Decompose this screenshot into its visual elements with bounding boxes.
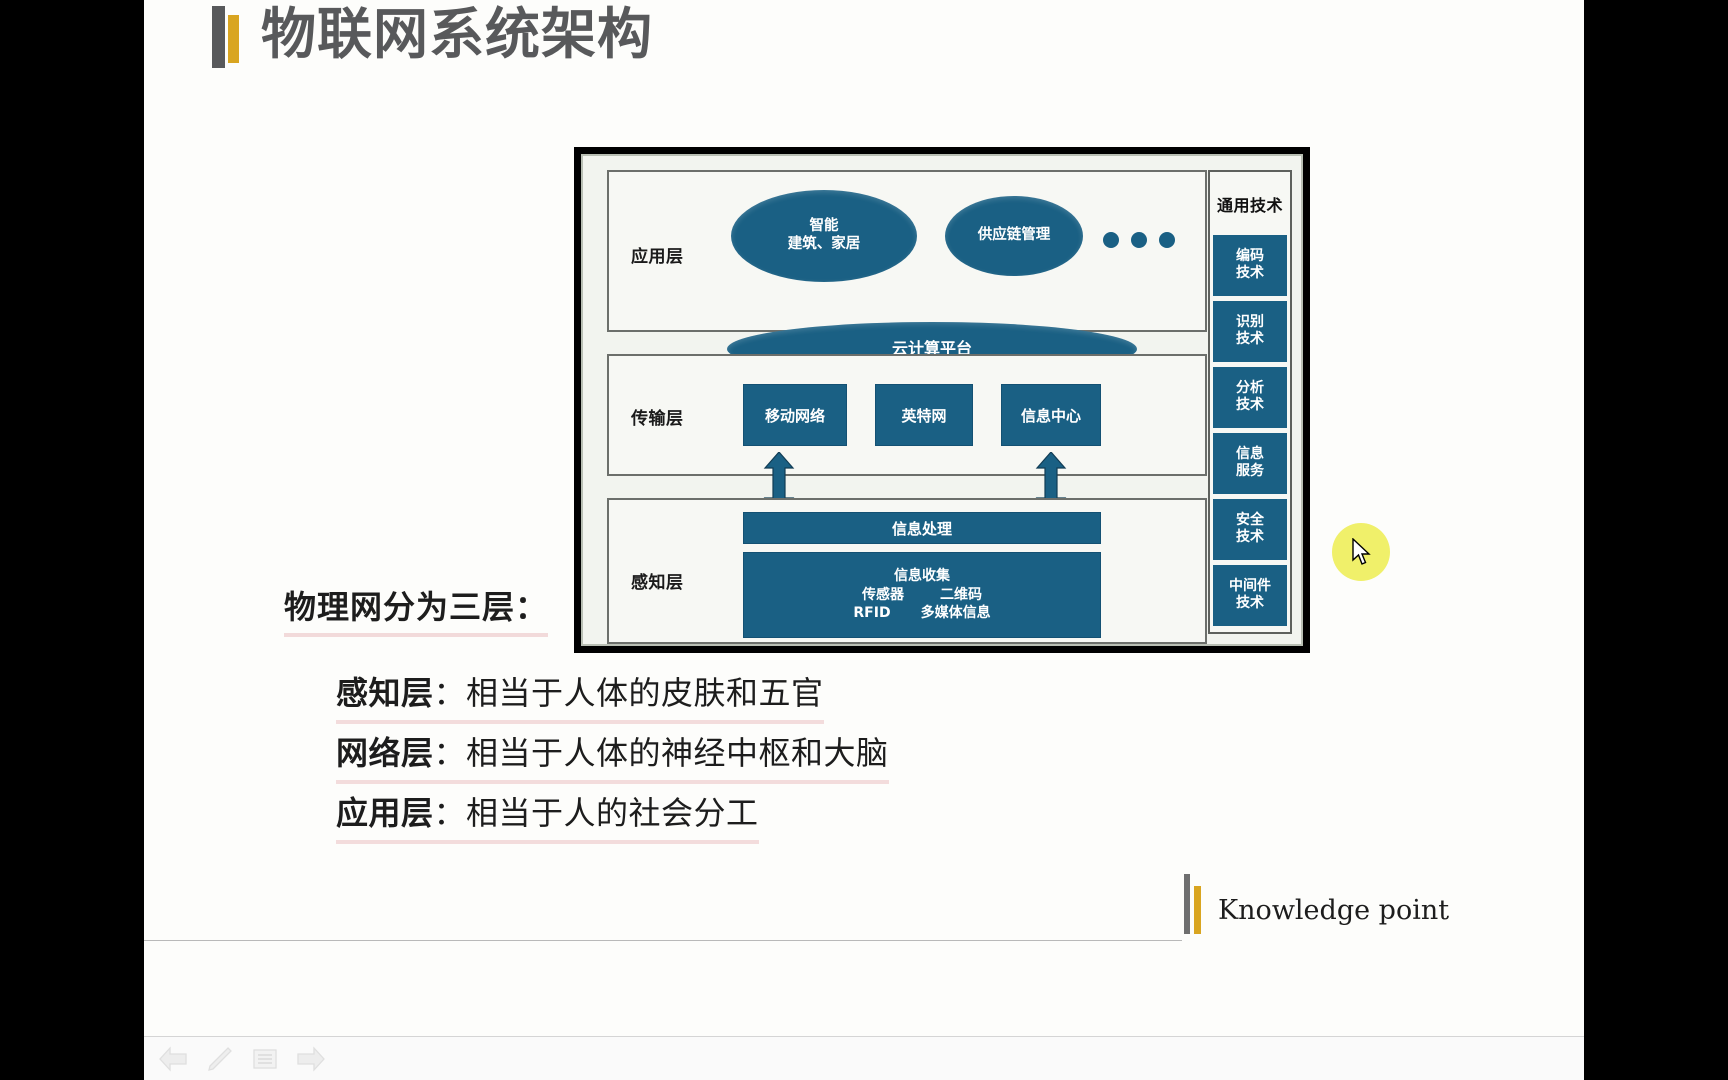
general-tech-item-analysis: 分析 技术 [1213, 366, 1287, 428]
transport-layer-label: 传输层 [631, 409, 684, 429]
collection-qrcode: 二维码 [940, 586, 982, 603]
transport-box-info-center: 信息中心 [1001, 384, 1101, 446]
ellipsis-dot-1-icon [1103, 232, 1119, 248]
bullet-perception-layer: 感知层：相当于人体的皮肤和五官 [336, 668, 824, 724]
smart-building-ellipse: 智能 建筑、家居 [731, 190, 917, 282]
perception-layer-label: 感知层 [631, 573, 684, 593]
list-icon[interactable] [248, 1044, 282, 1074]
title-text: 物联网系统架构 [261, 2, 654, 66]
general-tech-item-info-service: 信息 服务 [1213, 432, 1287, 494]
gt-identification-line2: 技术 [1236, 331, 1264, 347]
bullet-2-term: 网络层 [336, 734, 434, 772]
gt-analysis-line2: 技术 [1236, 397, 1264, 413]
gt-middleware-line2: 技术 [1236, 595, 1264, 611]
diagram-canvas: 应用层 智能 建筑、家居 供应链管理 云计算平台 传输层 移动网络 英特 [581, 154, 1303, 646]
gt-identification-line1: 识别 [1236, 314, 1264, 331]
bullet-3-term: 应用层 [336, 794, 434, 832]
title-bar-gold-icon [228, 15, 239, 63]
smart-building-line1: 智能 [809, 218, 839, 235]
collection-rfid: RFID [853, 605, 891, 622]
slide-canvas: 物联网系统架构 应用层 智能 建筑、家居 供应链管理 云计算 [144, 0, 1584, 1080]
collection-multimedia: 多媒体信息 [920, 605, 991, 622]
ellipsis-dot-3-icon [1159, 232, 1175, 248]
title-bar-gray-icon [212, 6, 225, 68]
bullet-application-layer: 应用层：相当于人的社会分工 [336, 788, 759, 844]
supply-chain-ellipse: 供应链管理 [945, 196, 1083, 276]
info-collection-title: 信息收集 [894, 567, 950, 584]
general-tech-item-encoding: 编码 技术 [1213, 234, 1287, 296]
footer-text: Knowledge point [1218, 895, 1450, 926]
page-title: 物联网系统架构 [212, 2, 654, 68]
info-collection-box: 信息收集 传感器 二维码 RFID 多媒体信息 [743, 552, 1101, 638]
bullet-1-desc: 相当于人体的皮肤和五官 [466, 674, 824, 712]
gt-analysis-line1: 分析 [1236, 380, 1264, 397]
application-layer-label: 应用层 [631, 247, 684, 267]
forward-arrow-icon[interactable] [294, 1044, 328, 1074]
mouse-cursor-icon [1352, 537, 1374, 568]
architecture-diagram: 应用层 智能 建筑、家居 供应链管理 云计算平台 传输层 移动网络 英特 [574, 147, 1310, 653]
info-processing-box: 信息处理 [743, 512, 1101, 544]
smart-building-line2: 建筑、家居 [787, 236, 861, 252]
bullet-2-desc: 相当于人体的神经中枢和大脑 [466, 734, 889, 772]
gt-encoding-line1: 编码 [1236, 248, 1264, 265]
transport-box-internet: 英特网 [875, 384, 973, 446]
gt-security-line1: 安全 [1236, 512, 1264, 529]
pen-icon[interactable] [202, 1044, 236, 1074]
general-tech-item-security: 安全 技术 [1213, 498, 1287, 560]
footer-bar-gold-icon [1194, 886, 1201, 934]
bullet-2-sep: ： [433, 734, 467, 772]
back-arrow-icon[interactable] [156, 1044, 190, 1074]
footer-bar-gray-icon [1184, 874, 1190, 934]
footer-divider [144, 940, 1182, 941]
collection-sensor: 传感器 [862, 586, 904, 603]
bullet-3-sep: ： [433, 794, 467, 832]
general-tech-item-middleware: 中间件 技术 [1213, 564, 1287, 626]
lead-text: 物理网分为三层： [284, 582, 549, 637]
gt-info-service-line1: 信息 [1236, 446, 1264, 463]
bullet-3-desc: 相当于人的社会分工 [466, 794, 759, 832]
general-technology-header: 通用技术 [1216, 196, 1283, 215]
bullet-network-layer: 网络层：相当于人体的神经中枢和大脑 [336, 728, 889, 784]
general-tech-item-identification: 识别 技术 [1213, 300, 1287, 362]
gt-middleware-line1: 中间件 [1229, 578, 1271, 595]
ellipsis-dot-2-icon [1131, 232, 1147, 248]
bullet-1-sep: ： [433, 674, 467, 712]
gt-security-line2: 技术 [1236, 529, 1264, 545]
bottom-toolbar [144, 1036, 1584, 1080]
gt-info-service-line2: 服务 [1236, 463, 1264, 479]
footer-brand-mark: Knowledge point [1184, 874, 1449, 934]
gt-encoding-line2: 技术 [1236, 265, 1264, 281]
bullet-1-term: 感知层 [336, 674, 434, 712]
general-technology-column: 通用技术 编码 技术 识别 技术 [1208, 170, 1292, 634]
transport-box-mobile-network: 移动网络 [743, 384, 847, 446]
